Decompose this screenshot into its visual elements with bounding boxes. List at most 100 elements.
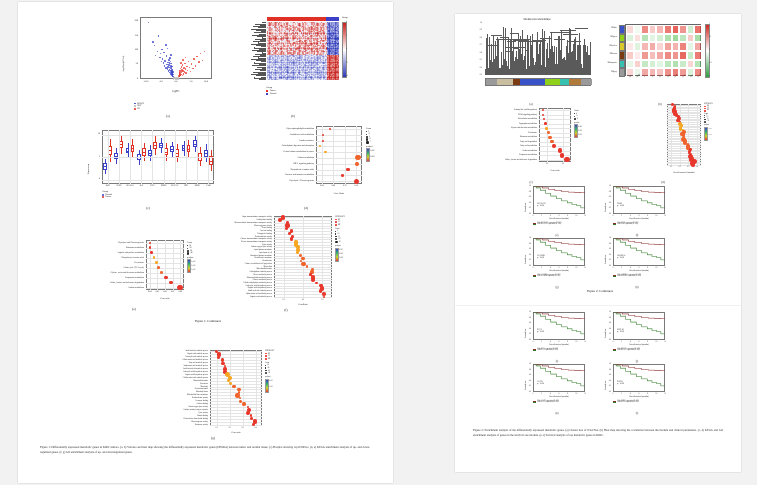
heatmap-cell <box>305 30 307 33</box>
fig1a-point <box>181 68 183 71</box>
heatmap-cell <box>333 30 335 33</box>
heatmap-cell <box>283 30 286 33</box>
heatmap-cell <box>325 38 328 40</box>
heatmap-cell <box>312 32 314 34</box>
heatmap-cell <box>270 39 272 42</box>
heatmap-cell <box>274 40 276 43</box>
fig2b-heatmap-cell <box>694 42 702 51</box>
legend-label: DOWN <box>137 102 144 105</box>
heatmap-cell <box>303 23 305 25</box>
heatmap-cell <box>298 42 300 44</box>
heatmap-cell <box>325 35 328 38</box>
legend-line-swatch <box>613 348 616 350</box>
heatmap-cell <box>319 23 322 25</box>
survival-y-tick: 1.0 <box>608 311 611 313</box>
heatmap-cell <box>305 40 307 43</box>
legend-padjust-tick: 0.002 <box>370 150 375 153</box>
term-label: Carbon metabolism <box>128 286 144 289</box>
heatmap-cell <box>287 23 289 25</box>
heatmap-cell <box>293 25 295 28</box>
fig1a-point <box>154 54 157 57</box>
heatmap-cell <box>268 32 270 34</box>
heatmap-cell <box>294 34 296 37</box>
heatmap-cell <box>281 34 283 37</box>
heatmap-cell <box>317 38 319 40</box>
heatmap-cell <box>281 29 283 32</box>
heatmap-cell <box>271 24 274 26</box>
heatmap-cell <box>283 40 286 43</box>
legend-size-dot <box>335 233 337 235</box>
heatmap-cell <box>301 32 304 34</box>
fig1a-point <box>171 69 174 72</box>
heatmap-cell <box>311 32 313 34</box>
legend-label: 7 <box>369 141 371 144</box>
heatmap-cell <box>315 42 317 44</box>
heatmap-cell <box>329 40 331 43</box>
heatmap-cell <box>301 30 304 33</box>
fig2b-heatmap-cell <box>671 33 680 43</box>
term-label: Beta-alanine metabolism <box>518 118 537 121</box>
heatmap-cell <box>327 32 329 34</box>
heatmap-cell <box>299 33 301 35</box>
x-tick: 0.2 <box>301 299 305 301</box>
fig2b-column-label: M <box>659 75 662 79</box>
heatmap-cell <box>279 38 281 40</box>
fig1a-point <box>164 60 166 62</box>
heatmap-cell <box>269 24 271 26</box>
heatmap-cell <box>309 29 311 32</box>
heatmap-cell <box>318 24 320 26</box>
heatmap-cell <box>306 34 308 37</box>
heatmap-cell <box>274 28 276 30</box>
heatmap-cell <box>333 29 335 32</box>
heatmap-cell <box>287 27 289 29</box>
heatmap-cell <box>325 43 328 45</box>
heatmap-cell <box>304 37 306 39</box>
heatmap-cell <box>277 34 280 37</box>
survival-y-tick: 1.0 <box>528 237 531 239</box>
fig1f-x-axis-label: GeneRatio <box>298 304 308 306</box>
legend-line-swatch <box>533 222 536 224</box>
heatmap-cell <box>333 37 335 39</box>
survival-x-tick: 12 <box>584 266 586 269</box>
heatmap-cell <box>305 38 307 40</box>
heatmap-cell <box>309 38 311 40</box>
survival-legend-item: Low ECHS1 expression (N=263) <box>613 402 639 403</box>
heatmap-cell <box>309 24 311 26</box>
heatmap-cell <box>280 24 282 26</box>
heatmap-cell <box>304 24 306 26</box>
heatmap-cell <box>315 30 317 33</box>
heatmap-cell <box>329 28 331 30</box>
legend-line-swatch <box>533 400 536 402</box>
heatmap-cell <box>303 43 305 45</box>
heatmap-cell <box>286 23 288 25</box>
legend-label: UP <box>137 107 140 110</box>
legend-label: Low SUCLG1 expression (N=263) <box>617 350 640 352</box>
heatmap-cell <box>336 40 338 43</box>
fig2b-heatmap-cell <box>641 25 649 34</box>
heatmap-cell <box>287 35 289 38</box>
term-label: Organic acid biosynthetic process <box>247 287 272 290</box>
legend-size-dot <box>335 230 336 232</box>
heatmap-cell <box>292 33 294 35</box>
module-color-segment <box>486 79 498 85</box>
heatmap-cell <box>277 37 280 39</box>
heatmap-cell <box>313 34 316 37</box>
heatmap-cell <box>312 28 314 30</box>
survival-x-tick: 10 <box>575 214 578 217</box>
heatmap-cell <box>294 23 296 25</box>
heatmap-cell <box>331 33 334 35</box>
heatmap-cell <box>335 32 337 34</box>
heatmap-cell <box>312 33 314 35</box>
heatmap-cell <box>299 43 301 45</box>
heatmap-cell <box>315 24 317 26</box>
heatmap-cell <box>273 34 275 37</box>
heatmap-cell <box>316 32 318 34</box>
heatmap-cell <box>285 38 287 40</box>
fig2b-color-scale <box>705 24 710 78</box>
legend-line-swatch <box>533 402 536 403</box>
fig2b-row-label: MEgrey <box>611 70 617 73</box>
heatmap-cell <box>294 30 296 33</box>
heatmap-cell <box>269 29 271 32</box>
survival-x-tick: 6 <box>558 340 560 343</box>
